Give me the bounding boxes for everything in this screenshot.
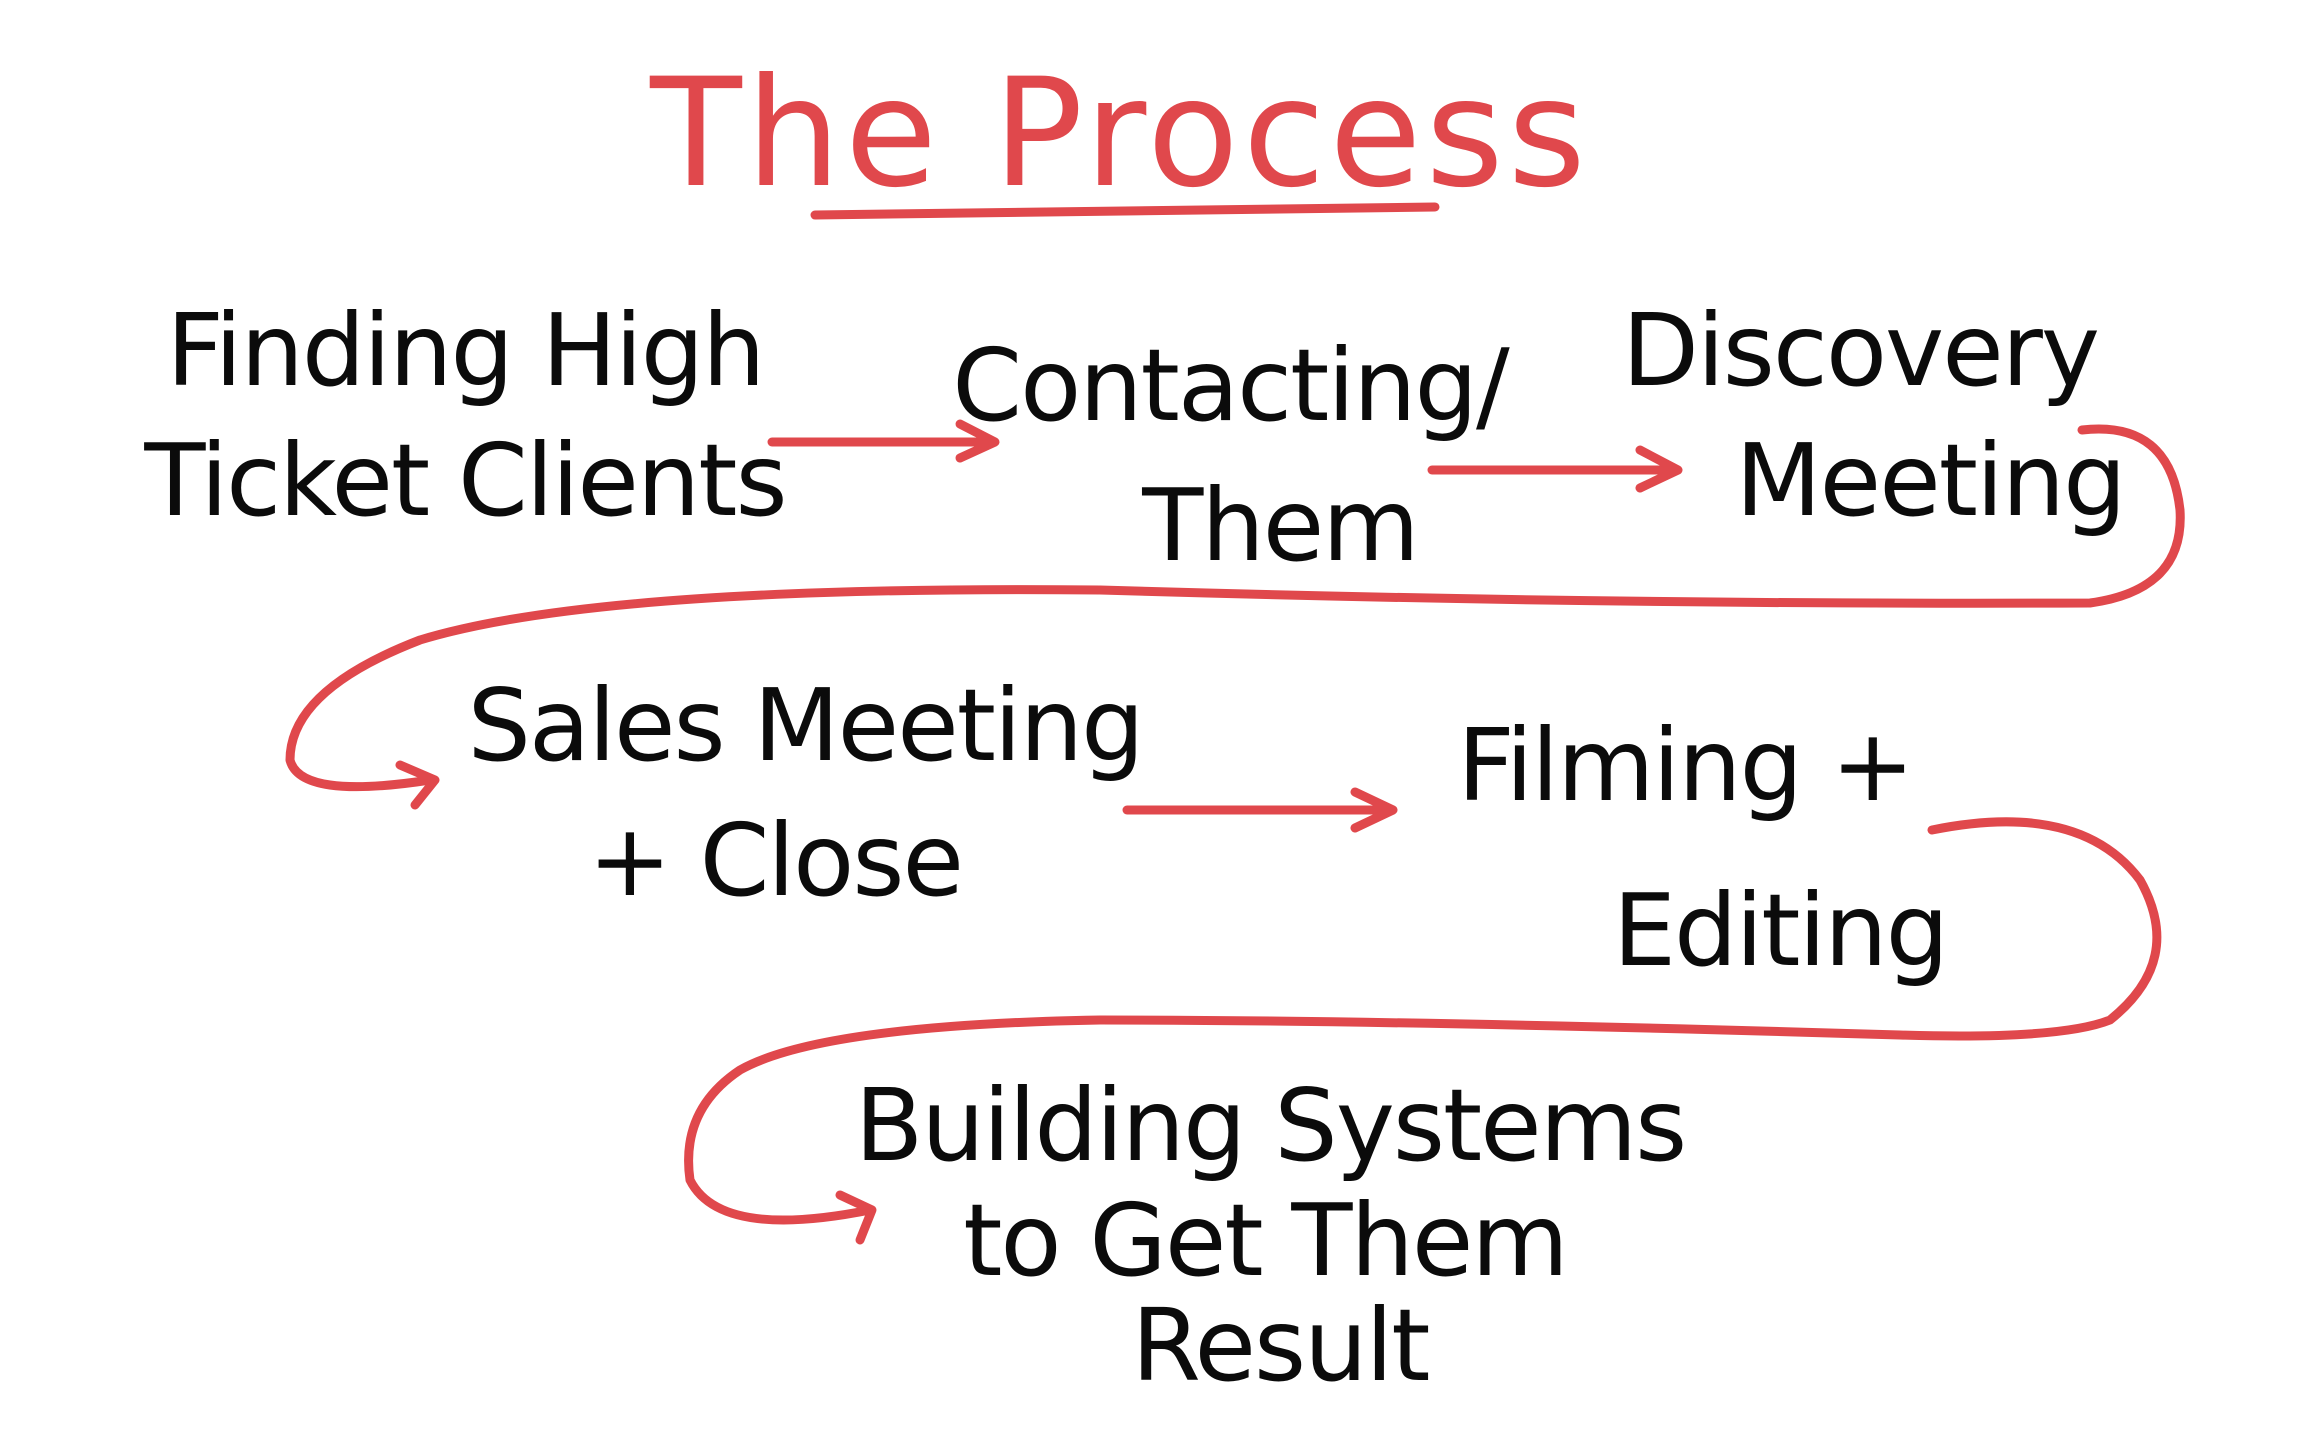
- step-line: + Close: [588, 802, 962, 919]
- step-contacting: Contacting/ Them: [952, 327, 1512, 584]
- step-line: to Get Them: [963, 1182, 1567, 1299]
- diagram-title: The Process: [649, 47, 1590, 221]
- step-discovery-meeting: Discovery Meeting: [1622, 292, 2127, 539]
- step-finding-clients: Finding High Ticket Clients: [143, 292, 787, 539]
- connector-5-to-6: [684, 817, 2162, 1245]
- step-filming-editing: Filming + Editing: [1457, 707, 1949, 989]
- arrow-2-to-3: [1427, 445, 1683, 493]
- arrow-4-to-5: [1122, 787, 1398, 833]
- step-line: Editing: [1613, 872, 1947, 989]
- step-line: Finding High: [166, 292, 763, 409]
- step-line: Contacting/: [952, 327, 1510, 444]
- step-line: Ticket Clients: [143, 422, 785, 539]
- step-building-systems: Building Systems to Get Them Result: [855, 1067, 1687, 1404]
- arrow-1-to-2: [767, 419, 1000, 463]
- step-line: Building Systems: [855, 1067, 1685, 1184]
- step-line: Filming +: [1457, 707, 1912, 824]
- step-line: Them: [1141, 467, 1417, 584]
- step-line: Meeting: [1735, 422, 2124, 539]
- connector-3-to-4: [285, 424, 2185, 810]
- step-sales-meeting: Sales Meeting + Close: [467, 667, 1144, 919]
- step-line: Result: [1132, 1287, 1429, 1404]
- step-line: Discovery: [1622, 292, 2098, 409]
- title-underline: [810, 202, 1440, 220]
- step-line: Sales Meeting: [467, 667, 1142, 784]
